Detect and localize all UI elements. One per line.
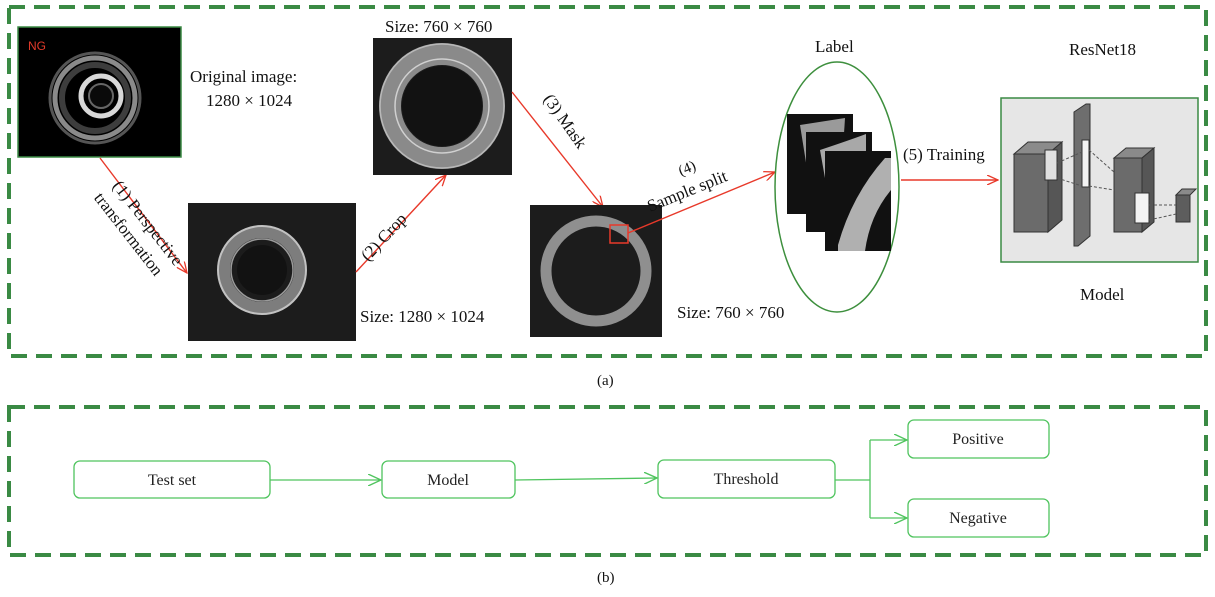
panel-a-caption: (a)	[597, 373, 614, 389]
branch-connector	[835, 440, 870, 518]
label-patch-stack	[787, 114, 891, 251]
original-image-label-line2: 1280 × 1024	[206, 91, 293, 110]
negative-node: Negative	[908, 499, 1049, 537]
threshold-node: Threshold	[658, 460, 835, 498]
size-cropped-label: Size: 760 × 760	[385, 17, 492, 36]
positive-node: Positive	[908, 420, 1049, 458]
step2-label: (2) Crop	[357, 209, 411, 264]
size-masked-label: Size: 760 × 760	[677, 303, 784, 322]
warped-image	[188, 203, 356, 341]
test-set-node: Test set	[74, 461, 270, 498]
original-image-label-line1: Original image:	[190, 67, 297, 86]
original-image: NG	[18, 27, 181, 157]
ng-tag: NG	[28, 39, 46, 53]
size-warped-label: Size: 1280 × 1024	[360, 307, 485, 326]
cropped-image	[373, 38, 512, 175]
threshold-label: Threshold	[714, 471, 779, 488]
resnet-title: ResNet18	[1069, 40, 1136, 59]
negative-label: Negative	[949, 510, 1007, 527]
label-title: Label	[815, 37, 854, 56]
model-node: Model	[382, 461, 515, 498]
step5-label: (5) Training	[903, 145, 985, 164]
model-caption: Model	[1080, 285, 1125, 304]
masked-image	[530, 205, 662, 337]
step3-label: (3) Mask	[540, 90, 591, 152]
step4-label-line1: (4)	[676, 158, 698, 179]
arrow-model-to-threshold	[515, 478, 657, 480]
positive-label: Positive	[952, 431, 1004, 448]
resnet-model-graphic	[1001, 98, 1198, 262]
test-set-label: Test set	[148, 472, 197, 489]
model-label: Model	[427, 472, 469, 489]
panel-b-caption: (b)	[597, 570, 615, 586]
